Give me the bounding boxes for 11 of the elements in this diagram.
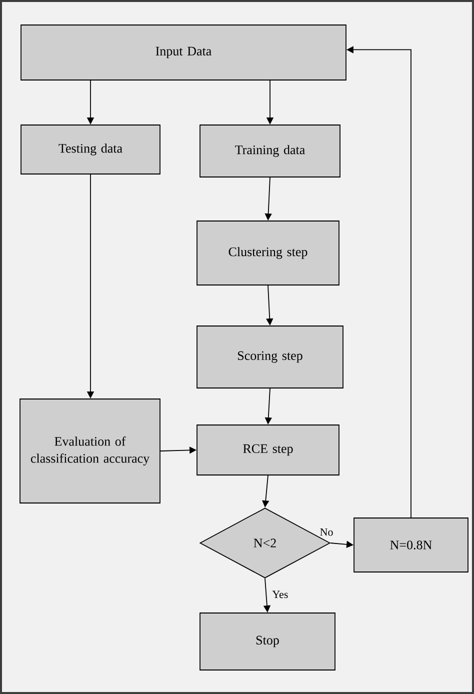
process-box: Stop bbox=[200, 612, 336, 670]
process-box: RCE step bbox=[196, 424, 340, 476]
process-box: Scoring step bbox=[196, 326, 344, 388]
edge-label: Yes bbox=[272, 590, 288, 598]
process-box: Input Data bbox=[20, 24, 346, 80]
process-box: Evaluation of classification accuracy bbox=[20, 398, 160, 504]
process-box: Testing data bbox=[20, 124, 160, 174]
process-box: Training data bbox=[200, 124, 340, 178]
process-box: N=0.8N bbox=[354, 518, 468, 572]
edge-label: No bbox=[320, 528, 333, 536]
process-box: Clustering step bbox=[196, 220, 340, 286]
